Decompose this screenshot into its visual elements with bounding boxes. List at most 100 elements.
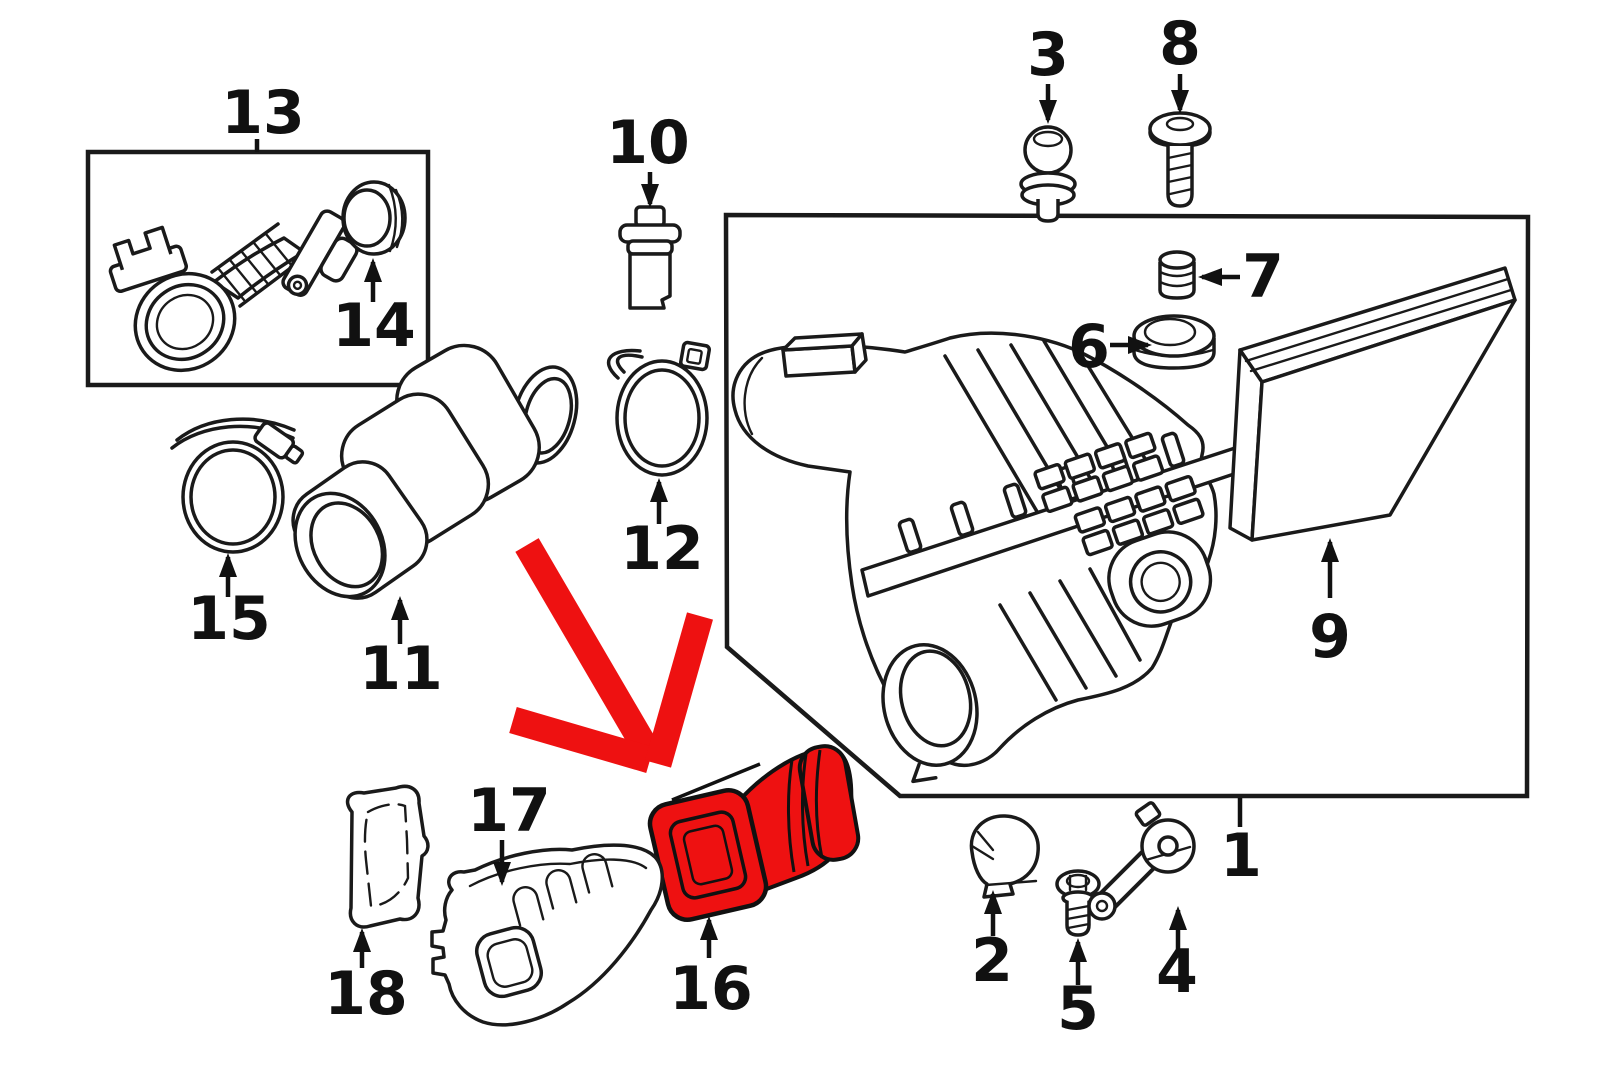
grid-cell xyxy=(1073,506,1106,534)
filter-front-face xyxy=(1250,298,1517,542)
ring-depth-line xyxy=(394,188,404,249)
gasket-outer xyxy=(345,784,430,929)
rib xyxy=(1028,591,1088,690)
part-2-retaining-clip xyxy=(969,814,1040,899)
bracket-foot-hole xyxy=(1095,899,1109,913)
callout-9: 9 xyxy=(1309,538,1351,672)
ridge xyxy=(240,250,270,286)
bracket-foot xyxy=(1087,891,1117,921)
grid-cell xyxy=(1124,431,1157,460)
part-17-intake-duct xyxy=(430,843,664,1027)
clip-body xyxy=(969,814,1040,899)
part-13-intake-hose xyxy=(108,209,359,373)
callout-15: 15 xyxy=(187,553,271,654)
screw-threads xyxy=(1166,151,1194,196)
grid-cell xyxy=(1111,518,1145,546)
callout-8: 8 xyxy=(1159,9,1201,114)
label-11: 11 xyxy=(359,634,443,704)
rail-clip xyxy=(949,500,975,537)
red-highlight-arrow xyxy=(509,538,713,773)
part-4-support-bracket xyxy=(1087,801,1196,921)
clip-flange-line xyxy=(984,879,1038,887)
part-8-screw xyxy=(1148,111,1212,208)
grid-cluster-lower xyxy=(1073,474,1205,557)
part-9-air-filter xyxy=(1228,266,1517,542)
duct-slot xyxy=(512,886,545,927)
part-6-large-grommet xyxy=(1132,314,1216,370)
part-15-hose-clamp xyxy=(170,417,305,554)
clamp-screw-housing xyxy=(253,421,305,465)
tab-body xyxy=(678,340,712,372)
ridge xyxy=(264,232,294,268)
label-3: 3 xyxy=(1027,20,1069,90)
grid-cell xyxy=(1081,528,1114,557)
flange-opening-inner xyxy=(682,824,734,886)
clamp-ring-inner xyxy=(189,448,277,546)
bell-mid xyxy=(144,282,226,362)
ridge xyxy=(216,266,246,302)
part-16-highlighted-boot xyxy=(647,744,861,922)
label-7: 7 xyxy=(1242,242,1284,312)
rib xyxy=(998,603,1058,702)
grid-cell xyxy=(1071,475,1104,503)
housing-lower-ribs xyxy=(998,567,1142,702)
tab-inner xyxy=(686,347,703,365)
stud-ball xyxy=(1023,125,1073,175)
stud-stem xyxy=(1036,199,1060,223)
label-2: 2 xyxy=(971,926,1013,996)
part-11-intake-elbow xyxy=(291,343,579,600)
callout-6: 6 xyxy=(1068,312,1152,382)
grid-cell xyxy=(1103,495,1137,524)
bell-inner xyxy=(155,293,215,351)
label-9: 9 xyxy=(1309,602,1351,672)
callout-18: 18 xyxy=(324,928,408,1029)
ring-depth-line xyxy=(387,183,397,253)
rail-clip xyxy=(1160,431,1186,468)
label-6: 6 xyxy=(1068,312,1110,382)
rail-clip xyxy=(897,517,923,554)
part-1-air-cleaner-housing xyxy=(731,331,1242,784)
callout-12: 12 xyxy=(620,478,704,584)
label-18: 18 xyxy=(324,959,408,1029)
outlet-outer xyxy=(881,643,979,767)
housing-top-boss xyxy=(781,332,868,378)
duct-slot xyxy=(581,853,614,894)
label-5: 5 xyxy=(1057,974,1099,1044)
clip-notch xyxy=(970,830,995,861)
rib xyxy=(1088,567,1142,662)
callout-17: 17 xyxy=(467,776,551,886)
duct-slot xyxy=(545,869,578,910)
grid-cell xyxy=(1164,474,1197,503)
ridge xyxy=(252,241,282,277)
label-16: 16 xyxy=(669,954,753,1024)
grid-cell xyxy=(1041,485,1074,514)
clamp-ring-outer xyxy=(181,440,285,554)
ridge xyxy=(228,258,258,294)
grid-cell xyxy=(1172,497,1205,526)
rib xyxy=(943,354,1044,522)
part-3-ball-stud xyxy=(1019,125,1077,223)
housing-waffle-grid xyxy=(1033,431,1205,557)
duct-outline xyxy=(430,843,664,1027)
arrow-shaft xyxy=(515,538,660,759)
screw-head-dimple xyxy=(1165,116,1195,132)
flange-ear xyxy=(286,274,309,297)
boss-side xyxy=(850,332,868,374)
filter-pleat-lines xyxy=(1244,277,1513,373)
recess-mid xyxy=(1128,550,1193,614)
bolt-threads xyxy=(1065,904,1091,930)
sensor-cap xyxy=(634,205,666,228)
boss-top xyxy=(781,332,864,352)
grid-cell xyxy=(1093,442,1127,470)
label-13: 13 xyxy=(221,78,305,148)
grid-cluster-upper xyxy=(1033,431,1165,514)
opening-outer xyxy=(293,491,387,599)
grommet-body xyxy=(1158,262,1196,300)
grommet-hole xyxy=(1143,317,1197,347)
outlet-tab xyxy=(911,762,938,784)
label-1: 1 xyxy=(1220,821,1262,891)
hose-flange xyxy=(281,209,359,297)
grid-cell xyxy=(1101,464,1135,493)
